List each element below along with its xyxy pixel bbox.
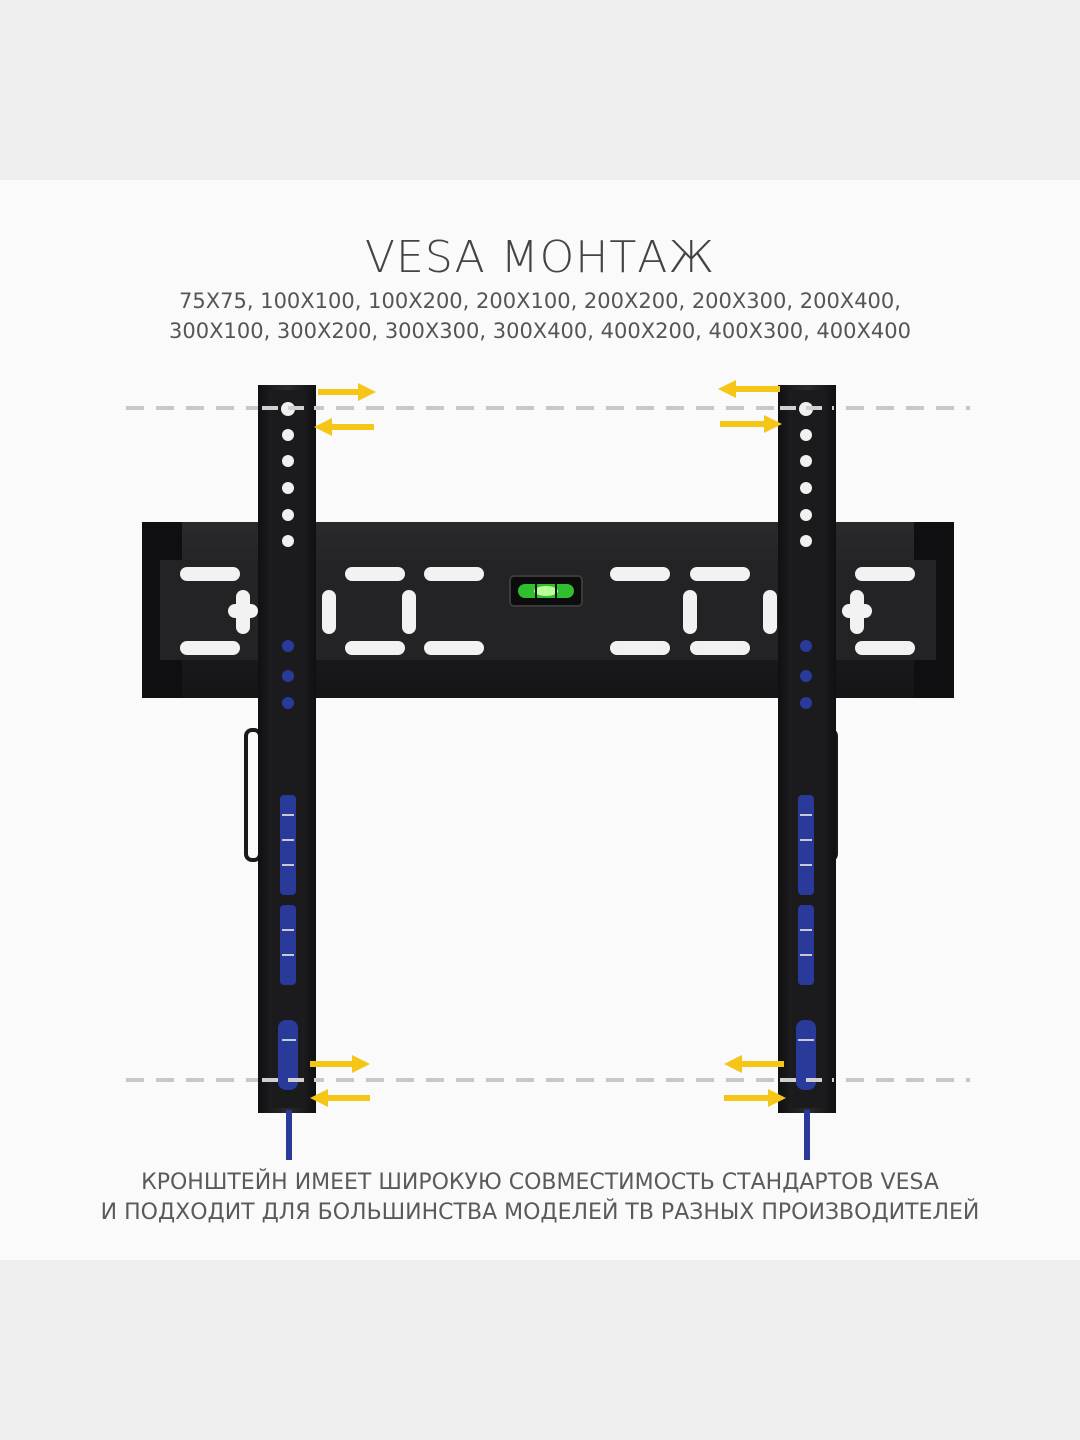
arrow-left-icon [718,380,780,398]
arrow-right-icon [724,1089,786,1107]
vesa-sizes-line2: 300X100, 300X200, 300X300, 300X400, 400X… [169,319,911,343]
vesa-sizes: 75X75, 100X100, 100X200, 200X100, 200X20… [0,286,1080,346]
arrow-left-icon [310,1089,370,1107]
vesa-sizes-line1: 75X75, 100X100, 100X200, 200X100, 200X20… [179,289,901,313]
caption: КРОНШТЕЙН ИМЕЕТ ШИРОКУЮ СОВМЕСТИМОСТЬ СТ… [0,1168,1080,1228]
right-arm [778,385,838,1160]
product-card [0,180,1080,1260]
caption-line2: И ПОДХОДИТ ДЛЯ БОЛЬШИНСТВА МОДЕЛЕЙ ТВ РА… [100,1200,980,1225]
arrow-right-icon [310,1055,370,1073]
arrow-right-icon [318,383,376,401]
caption-line1: КРОНШТЕЙН ИМЕЕТ ШИРОКУЮ СОВМЕСТИМОСТЬ СТ… [141,1170,939,1195]
page-title: VESA МОНТАЖ [364,232,716,283]
adjust-arrows [310,380,786,1107]
arrow-left-icon [724,1055,784,1073]
arrow-right-icon [720,415,782,433]
bubble-level-icon [509,575,583,607]
left-arm [244,385,316,1160]
arrow-left-icon [314,418,374,436]
